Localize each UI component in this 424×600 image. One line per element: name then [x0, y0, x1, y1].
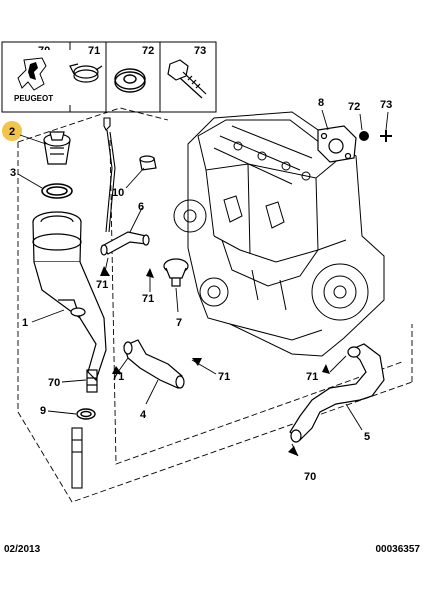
- part-3-seal-ring: [41, 183, 73, 199]
- callout-71-hose5: 71: [306, 371, 318, 383]
- callout-8: 8: [318, 97, 324, 109]
- washer-72-dot: [359, 131, 369, 141]
- callout-7: 7: [176, 317, 182, 329]
- part-9-o-ring: [76, 408, 96, 420]
- part-2-highlight: [2, 121, 22, 141]
- callout-70-bottom: 70: [304, 471, 316, 483]
- part-7-sensor: [163, 258, 189, 287]
- bolt-icon: [167, 59, 207, 99]
- callout-71-tube: 71: [112, 371, 124, 383]
- part-10-plug: [139, 155, 157, 171]
- callout-3: 3: [10, 167, 16, 179]
- dipstick-guide: [71, 427, 83, 489]
- callout-71-hose4: 71: [218, 371, 230, 383]
- callout-2: 2: [9, 126, 15, 138]
- clamp-icon: [69, 63, 103, 83]
- callout-9: 9: [40, 405, 46, 417]
- box-label-73: 73: [194, 45, 206, 57]
- bolt-73-cross: [380, 130, 392, 142]
- callout-4: 4: [140, 409, 147, 421]
- brand-name: PEUGEOT: [14, 94, 53, 103]
- part-5-hose: [289, 343, 385, 443]
- box-label-72: 72: [142, 45, 154, 57]
- callout-71-hose6: 71: [96, 279, 108, 291]
- callout-71-sensor: 71: [142, 293, 154, 305]
- callout-6: 6: [138, 201, 144, 213]
- box-label-71: 71: [88, 45, 100, 57]
- part-6-hose: [100, 231, 150, 256]
- callout-10: 10: [112, 187, 124, 199]
- part-1-filler-tube: [32, 211, 107, 382]
- part-8-outlet: [317, 125, 357, 163]
- washer-icon: [114, 68, 146, 93]
- callout-72: 72: [348, 101, 360, 113]
- callout-1: 1: [22, 317, 28, 329]
- callout-5: 5: [364, 431, 370, 443]
- part-4-hose: [123, 339, 185, 389]
- callout-73: 73: [380, 99, 392, 111]
- footer-code: 00036357: [375, 544, 421, 555]
- dipstick: [103, 117, 116, 233]
- footer-date: 02/2013: [4, 544, 41, 555]
- callout-70-left: 70: [48, 377, 60, 389]
- peugeot-lion-logo: PEUGEOT: [5, 50, 71, 105]
- arrow-heads: [100, 266, 330, 456]
- engine-block: [173, 111, 385, 357]
- bolt-70-lower: [86, 369, 98, 393]
- part-2-filler-cap: [43, 131, 71, 165]
